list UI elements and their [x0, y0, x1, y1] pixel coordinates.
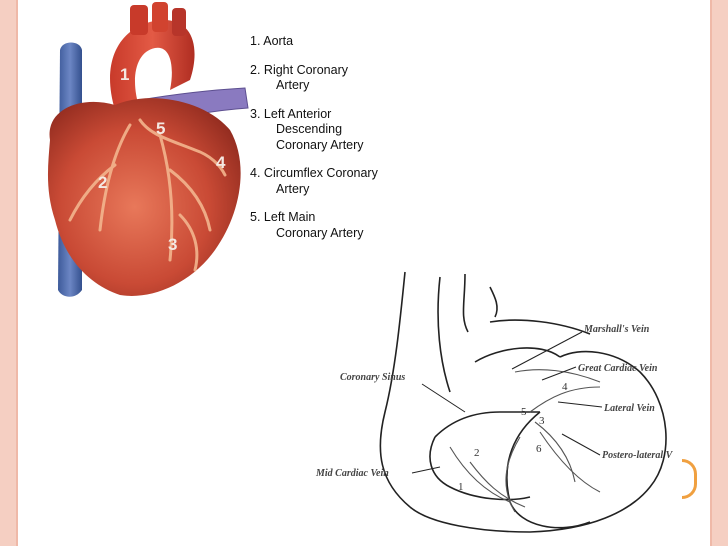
slide-frame-right: [710, 0, 728, 546]
legend-item-circumflex: 4. Circumflex Coronary Artery: [250, 166, 430, 197]
label-marshalls-vein: Marshall's Vein: [583, 324, 650, 335]
label-postero-lateral: Postero-lateral V: [602, 450, 674, 461]
legend-text: Left Main: [263, 210, 316, 224]
legend-text: Right Coronary: [263, 62, 348, 77]
legend-text: Aorta: [263, 34, 294, 48]
legend-text-continued: Artery: [276, 78, 310, 92]
legend-text-continued: Coronary Artery: [276, 137, 364, 152]
legend-item-lad-cont: Coronary Artery: [250, 138, 430, 154]
aorta-arch: [110, 19, 195, 110]
photo-marker-4: 4: [216, 153, 226, 172]
legend-text: Circumflex Coronary: [263, 166, 378, 180]
legend-number: 1.: [250, 34, 261, 48]
aorta-branch: [152, 2, 168, 32]
drawing-number-6: 6: [536, 443, 542, 455]
heart-outline: [379, 271, 667, 533]
label-arrows: [411, 331, 603, 474]
legend-text-continued: Coronary Artery: [276, 225, 364, 240]
artery-legend: 1. Aorta 2. Right Coronary Artery 3. Lef…: [250, 34, 430, 254]
coronary-vessels: [68, 118, 227, 272]
photo-marker-3: 3: [168, 235, 177, 254]
legend-text: Left Anterior: [263, 106, 332, 121]
legend-number: 3.: [250, 106, 261, 121]
photo-marker-1: 1: [120, 65, 129, 84]
coronary-veins-drawing: 1 2 3 4 5 6 Marshall's Vein Great Cardia…: [315, 271, 674, 533]
legend-item-right-coronary: 2. Right Coronary Artery: [250, 63, 430, 94]
label-great-cardiac-vein: Great Cardiac Vein: [578, 363, 658, 374]
drawing-number-1: 1: [458, 481, 464, 493]
legend-number: 5.: [250, 210, 261, 224]
drawing-number-5: 5: [521, 406, 527, 418]
aorta-branch: [130, 5, 148, 35]
aorta-branch: [172, 8, 186, 36]
legend-number: 2.: [250, 62, 261, 77]
label-coronary-sinus: Coronary Sinus: [340, 372, 405, 383]
photo-marker-2: 2: [98, 173, 107, 192]
heart-illustration: 1 2 3 4 5: [47, 2, 249, 297]
slide-frame-left: [0, 0, 18, 546]
legend-item-left-main: 5. Left Main Coronary Artery: [250, 210, 430, 241]
legend-text-continued: Artery: [276, 181, 310, 196]
drawing-number-2: 2: [474, 447, 480, 459]
vein-paths: [449, 369, 601, 513]
legend-text-continued: Descending: [276, 122, 343, 136]
drawing-number-4: 4: [562, 381, 568, 393]
legend-item-aorta: 1. Aorta: [250, 34, 430, 50]
label-lateral-vein: Lateral Vein: [603, 403, 655, 414]
legend-item-lad: 3. Left Anterior Descending: [250, 107, 430, 138]
legend-number: 4.: [250, 166, 261, 180]
drawing-number-3: 3: [539, 415, 545, 427]
photo-marker-5: 5: [156, 119, 165, 138]
label-mid-cardiac-vein: Mid Cardiac Vein: [315, 468, 389, 479]
